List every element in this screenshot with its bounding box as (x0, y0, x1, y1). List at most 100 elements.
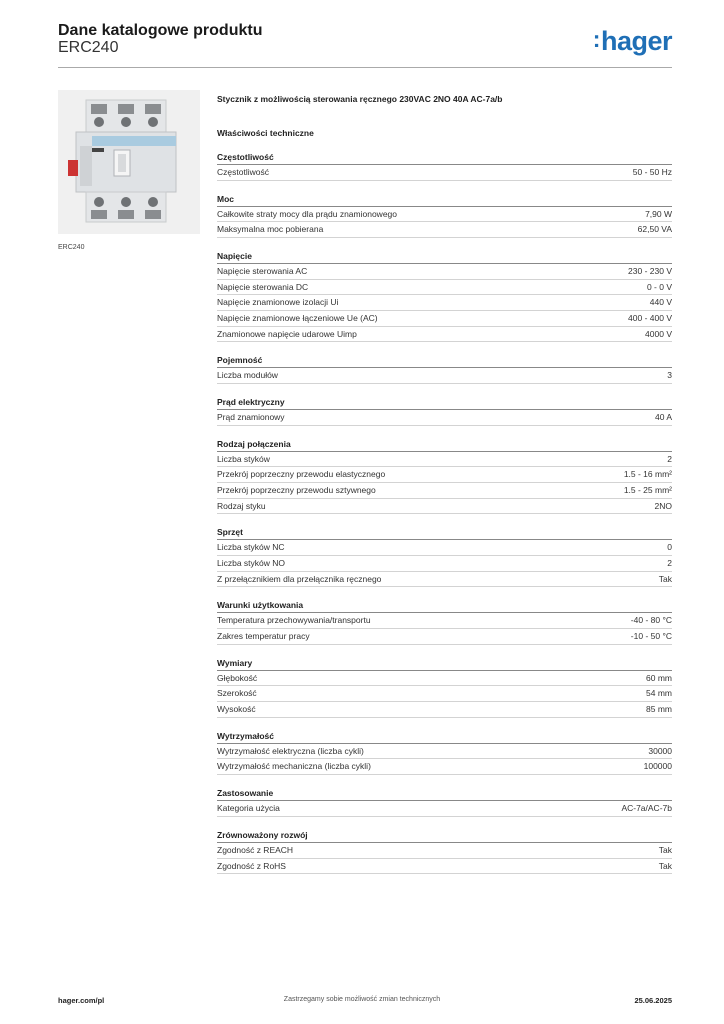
spec-row: Przekrój poprzeczny przewodu elastyczneg… (217, 467, 672, 484)
spec-label: Liczba modułów (217, 370, 278, 381)
spec-value: Tak (658, 573, 672, 584)
product-code: ERC240 (58, 39, 119, 56)
footer-url: hager.com/pl (58, 996, 105, 1005)
spec-row: Napięcie znamionowe izolacji Ui 440 V (217, 295, 672, 311)
spec-label: Szerokość (217, 688, 257, 699)
spec-row: Napięcie sterowania DC 0 - 0 V (217, 280, 672, 296)
spec-label: Maksymalna moc pobierana (217, 224, 324, 235)
spec-label: Zgodność z RoHS (217, 860, 286, 871)
spec-row: Temperatura przechowywania/transportu -40… (217, 613, 672, 629)
section-title: Zastosowanie (217, 788, 672, 802)
spec-label: Zgodność z REACH (217, 844, 294, 855)
section-gap (217, 342, 672, 355)
spec-label: Napięcie sterowania DC (217, 281, 309, 292)
spec-row: Częstotliwość 50 - 50 Hz (217, 165, 672, 181)
spec-value: 2 (667, 558, 672, 569)
spec-row: Liczba styków NC 0 (217, 540, 672, 557)
spec-row: Rodzaj styku 2NO (217, 499, 672, 515)
spec-label: Znamionowe napięcie udarowe Uimp (217, 328, 357, 339)
product-description: Stycznik z możliwością sterowania ręczne… (217, 94, 503, 104)
spec-label: Częstotliwość (217, 167, 269, 177)
footer-date: 25.06.2025 (634, 996, 672, 1005)
spec-row: Z przełącznikiem dla przełącznika ręczne… (217, 572, 672, 588)
section-title: Sprzęt (217, 527, 672, 541)
spec-label: Napięcie sterowania AC (217, 266, 308, 277)
spec-label: Przekrój poprzeczny przewodu elastyczneg… (217, 469, 386, 480)
product-image (58, 90, 200, 234)
spec-value: Tak (658, 844, 672, 855)
spec-value: 54 mm (646, 688, 672, 699)
spec-row: Wytrzymałość elektryczna (liczba cykli)3… (217, 744, 672, 760)
section-title: Prąd elektryczny (217, 397, 672, 411)
spec-label: Zakres temperatur pracy (217, 631, 310, 641)
spec-label: Przekrój poprzeczny przewodu sztywnego (217, 485, 376, 496)
spec-label: Całkowite straty mocy dla prądu znamiono… (217, 208, 398, 219)
spec-label: Liczba styków NC (217, 542, 285, 553)
spec-label: Temperatura przechowywania/transportu (217, 615, 371, 626)
spec-row: Liczba modułów 3 (217, 368, 672, 384)
spec-value: 0 - 0 V (646, 281, 672, 292)
spec-value: 440 V (649, 297, 672, 308)
spec-row: Zgodność z RoHS Tak (217, 859, 672, 875)
section-title: Wytrzymałość (217, 731, 672, 744)
spec-value: Tak (658, 860, 672, 871)
section-gap (217, 181, 672, 194)
spec-label: Rodzaj styku (217, 500, 266, 511)
spec-value: 100000 (643, 761, 672, 772)
spec-value: 2 (667, 453, 672, 464)
section-title: Zrównoważony rozwój (217, 830, 672, 843)
spec-value: -10 - 50 °C (630, 631, 672, 641)
spec-label: Z przełącznikiem dla przełącznika ręczne… (217, 573, 382, 584)
spec-label: Napięcie znamionowe łączeniowe Ue (AC) (217, 312, 378, 323)
spec-row: Całkowite straty mocy dla prądu znamiono… (217, 207, 672, 223)
hager-logo: :hager (592, 26, 673, 56)
spec-row: Zgodność z REACH Tak (217, 843, 672, 859)
section-title: Pojemność (217, 355, 672, 369)
spec-value: 4000 V (645, 328, 672, 339)
section-gap (217, 384, 672, 397)
spec-value: 3 (667, 370, 672, 381)
spec-row: Prąd znamionowy 40 A (217, 410, 672, 426)
spec-label: Liczba styków (217, 453, 270, 464)
section-title: Napięcie (217, 251, 672, 265)
section-title: Wymiary (217, 658, 672, 671)
section-gap (217, 718, 672, 731)
spec-main: Stycznik z możliwością sterowania ręczne… (217, 94, 672, 875)
tech-properties-title: Właściwości techniczne (217, 128, 314, 138)
section-title: Częstotliwość (217, 152, 672, 165)
spec-value: 40 A (654, 412, 672, 423)
spec-value: 1.5 - 16 mm² (623, 469, 672, 480)
spec-value: 0 (667, 542, 672, 553)
section-gap (217, 775, 672, 788)
spec-value: 50 - 50 Hz (632, 167, 672, 177)
footer-disclaimer: Zastrzegamy sobie możliwość zmian techni… (283, 996, 441, 1003)
brand-name: hager (600, 26, 673, 56)
spec-value: 30000 (648, 745, 672, 756)
header-divider (58, 67, 672, 68)
spec-value: -40 - 80 °C (630, 615, 672, 626)
spec-value: 2NO (654, 500, 672, 511)
spec-value: 230 - 230 V (628, 266, 672, 277)
spec-label: Wysokość (217, 703, 256, 714)
spec-label: Prąd znamionowy (217, 412, 285, 423)
spec-label: Wytrzymałość mechaniczna (liczba cykli) (217, 761, 371, 772)
spec-label: Napięcie znamionowe izolacji Ui (217, 297, 339, 308)
spec-row: Liczba styków 2 (217, 452, 672, 468)
spec-row: Szerokość 54 mm (217, 686, 672, 702)
section-title: Warunki użytkowania (217, 600, 672, 614)
image-caption: ERC240 (58, 244, 85, 251)
